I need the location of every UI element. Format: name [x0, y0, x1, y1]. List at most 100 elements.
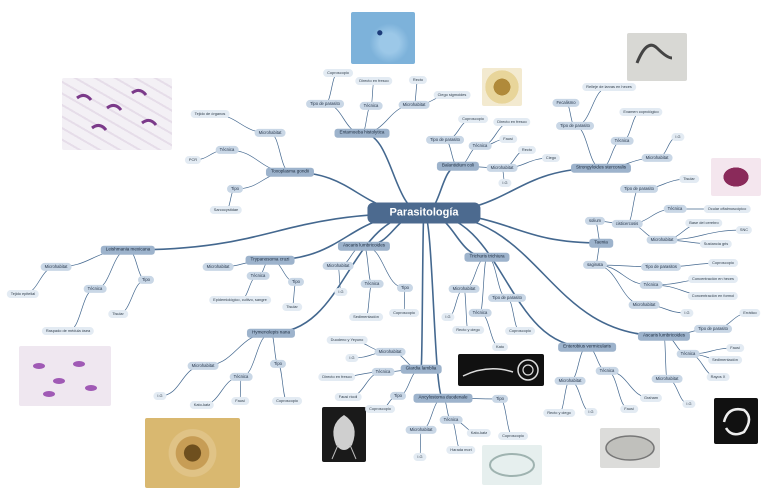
anc-micro[interactable]: Microhabitat — [405, 425, 437, 435]
taenia-conc1[interactable]: Concentración en heces — [688, 275, 738, 283]
gia-fausi[interactable]: Fausi ricoli — [334, 393, 362, 401]
taenia-micro2[interactable]: Microhabitat — [628, 300, 660, 310]
taenia-tipo1[interactable]: Tipo de parasito — [620, 184, 658, 194]
toxo-sarco[interactable]: Sarcocystidae — [209, 206, 243, 214]
topic-entamoeba[interactable]: Entamoeba histolytica — [334, 128, 390, 138]
tri-micro[interactable]: Microhabitat — [448, 284, 480, 294]
strongy-fecalisma[interactable]: Fecalismo — [552, 98, 580, 108]
asc2-errat[interactable]: Errático — [739, 309, 761, 317]
tri-copro[interactable]: Coproscopio — [505, 327, 535, 335]
asc-tipo[interactable]: Tipo — [397, 283, 413, 293]
tryp-tisular[interactable]: Tisular — [282, 303, 302, 311]
taenia-snc[interactable]: SNC — [735, 226, 753, 234]
lei-tipo[interactable]: Tipo — [138, 275, 154, 285]
asc2-micro[interactable]: Microhabitat — [651, 374, 683, 384]
anc-tecnica[interactable]: Técnica — [439, 415, 463, 425]
topic-ascaris-right[interactable]: Ascaris lumbricoides — [637, 331, 691, 341]
topic-hymenolepis[interactable]: Hymenolepis nana — [246, 328, 296, 338]
taenia-tecnica2[interactable]: Técnica — [639, 280, 663, 290]
bal-ig[interactable]: I.G — [498, 179, 512, 187]
topic-giardia[interactable]: Giardia lamblia — [400, 364, 442, 374]
taenia-conc2[interactable]: Concentración en formol — [687, 292, 739, 300]
lei-tisular[interactable]: Tisular — [108, 310, 128, 318]
tri-tipo[interactable]: Tipo de parasito — [488, 293, 526, 303]
gia-directo[interactable]: Directo en fresco — [318, 373, 356, 381]
topic-ancylostoma[interactable]: Ancylostoma duodenale — [413, 393, 473, 403]
gia-micro[interactable]: Microhabitat — [374, 347, 406, 357]
taenia-saginata[interactable]: saginata — [583, 260, 607, 270]
ent-ciego[interactable]: Ciego sigmoides — [433, 91, 471, 99]
taenia-micro1[interactable]: Microhabitat — [646, 235, 678, 245]
hym-katokatz[interactable]: Kato-katz — [189, 401, 215, 409]
taenia-base[interactable]: Base del cerebro — [685, 219, 723, 227]
strongy-rellaje[interactable]: Relleje de larvas en heces — [582, 83, 636, 91]
ent2-fausi[interactable]: Fausi — [620, 405, 638, 413]
ent-micro[interactable]: Microhabitat — [398, 100, 430, 110]
toxo-tejido[interactable]: Tejido de órganos — [190, 110, 230, 118]
ent2-recto[interactable]: Recto y ciego — [543, 409, 575, 417]
taenia-tipo2[interactable]: Tipo de parasitos — [641, 262, 681, 272]
bal-ciego[interactable]: Ciego — [541, 154, 561, 162]
ent-directo[interactable]: Directo en fresco — [355, 77, 393, 85]
toxo-micro[interactable]: Microhabitat — [254, 128, 286, 138]
topic-toxoplasma[interactable]: Toxoplasma gondii — [265, 167, 315, 177]
strongy-micro[interactable]: Microhabitat — [641, 153, 673, 163]
asc-micro[interactable]: Microhabitat — [322, 261, 354, 271]
anc-ig[interactable]: I.G — [413, 453, 427, 461]
asc-sedim[interactable]: Sedimentación — [349, 313, 383, 321]
anc-copro[interactable]: Coproscopio — [498, 432, 528, 440]
tri-recto[interactable]: Recto y ciego — [452, 326, 484, 334]
topic-ascaris-center[interactable]: Ascaris lumbricoides — [337, 241, 391, 251]
bal-copro[interactable]: Coproscopio — [458, 115, 488, 123]
asc2-tecnica[interactable]: Técnica — [676, 349, 700, 359]
ent-copro[interactable]: Coproscopio — [323, 69, 353, 77]
lei-tecnica[interactable]: Técnica — [83, 284, 107, 294]
hym-ig[interactable]: I.G — [153, 392, 167, 400]
bal-directo[interactable]: Directo en fresco — [493, 118, 531, 126]
bal-fausi[interactable]: Fausi — [499, 135, 517, 143]
strongy-tipo[interactable]: Tipo de parasito — [556, 121, 594, 131]
taenia-solium[interactable]: solium — [584, 216, 606, 226]
toxo-pcr[interactable]: PCR — [184, 156, 202, 164]
asc2-tipo[interactable]: Tipo de parasito — [694, 324, 732, 334]
toxo-tecnica[interactable]: Técnica — [215, 145, 239, 155]
ent2-ig[interactable]: I.G — [584, 408, 598, 416]
strongy-tecnica[interactable]: Técnica — [610, 136, 634, 146]
taenia-copro[interactable]: Coproscopio — [708, 259, 738, 267]
gia-copro[interactable]: Coproscopio — [365, 405, 395, 413]
tryp-tecnica[interactable]: Técnica — [246, 271, 270, 281]
topic-trypanosoma[interactable]: Trypanosoma cruzi — [245, 255, 295, 265]
taenia-ocular[interactable]: Ocular oftalmoscópico — [703, 205, 751, 213]
topic-balantidium[interactable]: Balantidium coli — [436, 161, 480, 171]
tri-kato[interactable]: Kato — [491, 343, 509, 351]
gia-tecnica[interactable]: Técnica — [371, 367, 395, 377]
bal-tipo[interactable]: Tipo de parasito — [426, 135, 464, 145]
strongy-examen[interactable]: Examen coprológico — [619, 108, 663, 116]
hym-copro[interactable]: Coproscopio — [272, 397, 302, 405]
asc-tecnica[interactable]: Técnica — [360, 279, 384, 289]
topic-enterobius[interactable]: Enterobius vermicularis — [558, 342, 616, 352]
asc-ig[interactable]: I.G — [334, 288, 348, 296]
tryp-micro[interactable]: Microhabitat — [202, 262, 234, 272]
ent-tipo[interactable]: Tipo de parasito — [306, 99, 344, 109]
topic-taenia[interactable]: Taenia — [589, 238, 613, 248]
bal-recto[interactable]: Recto — [517, 146, 537, 154]
tri-tecnica[interactable]: Técnica — [468, 308, 492, 318]
taenia-cisticercosis[interactable]: cisticercosis — [611, 219, 643, 229]
gia-duodeno[interactable]: Duodeno y Yeyuno — [326, 336, 368, 344]
gia-ig[interactable]: I.G — [345, 354, 359, 362]
hym-fausi[interactable]: Fausi — [231, 397, 249, 405]
anc-harada[interactable]: Harada mori — [446, 446, 476, 454]
taenia-ig[interactable]: I.G — [680, 309, 694, 317]
ent2-graham[interactable]: Graham — [639, 394, 663, 402]
lei-micro[interactable]: Microhabitat — [40, 262, 72, 272]
bal-tecnica[interactable]: Técnica — [468, 141, 492, 151]
taenia-sustancia[interactable]: Sustancia gris — [699, 240, 733, 248]
tri-ig[interactable]: I.G — [441, 313, 455, 321]
topic-trichuris[interactable]: Trichuris trichiura — [464, 252, 510, 262]
hym-micro[interactable]: Microhabitat — [187, 361, 219, 371]
ent2-tecnica[interactable]: Técnica — [595, 366, 619, 376]
gia-tipo[interactable]: Tipo — [390, 391, 406, 401]
ent-recto[interactable]: Recto — [408, 76, 428, 84]
tryp-tipo[interactable]: Tipo — [288, 277, 304, 287]
